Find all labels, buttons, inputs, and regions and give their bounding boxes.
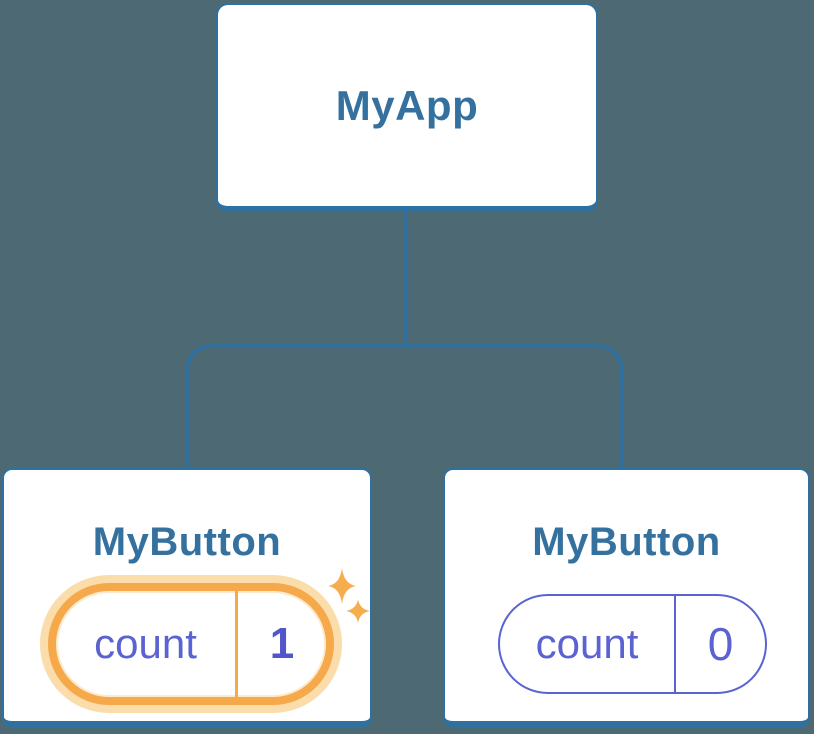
- state-name-label: count: [94, 620, 197, 667]
- state-pill-plain: count 0: [498, 594, 767, 694]
- child-1-component-name: MyButton: [92, 520, 282, 564]
- state-value-label: 1: [269, 619, 295, 668]
- component-node-child-1: MyButton count 1: [2, 468, 372, 727]
- state-name-cell: count: [500, 596, 674, 692]
- root-component-name: MyApp: [335, 81, 479, 129]
- state-value-cell: 0: [674, 596, 765, 692]
- component-node-root: MyApp: [216, 3, 598, 212]
- state-value-label: 0: [707, 618, 734, 670]
- state-name-cell: count: [56, 591, 235, 697]
- sparkles-icon: [328, 568, 370, 623]
- component-node-child-2: MyButton count 0: [443, 468, 810, 727]
- sparkle-small: [346, 599, 370, 623]
- state-pill-highlighted: count 1: [48, 583, 334, 705]
- child-2-component-name: MyButton: [532, 520, 721, 564]
- connector-bracket: [185, 344, 624, 470]
- state-name-label: count: [535, 620, 639, 667]
- state-value-cell: 1: [235, 591, 326, 697]
- sparkle-large: [328, 568, 356, 604]
